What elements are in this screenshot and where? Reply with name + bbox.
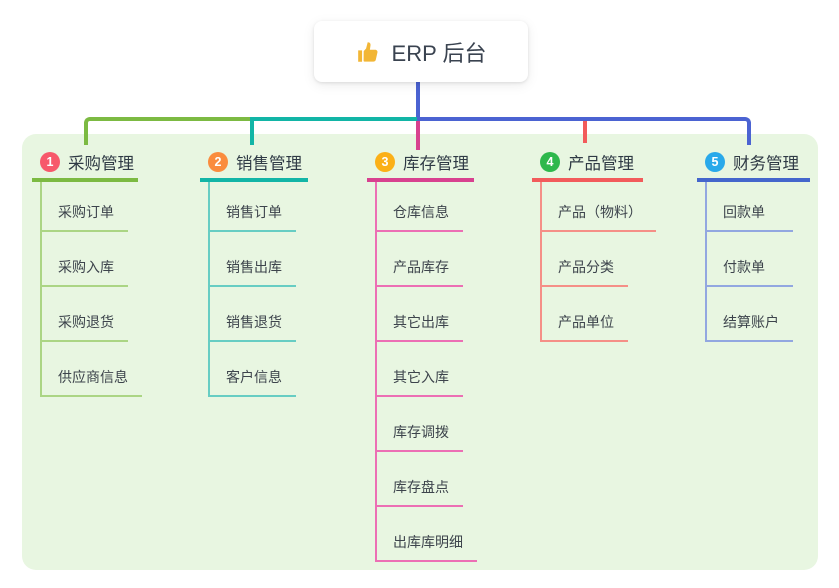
child-node[interactable]: 销售订单 bbox=[210, 182, 296, 232]
child-node[interactable]: 采购退货 bbox=[42, 287, 128, 342]
branch-sales-children: 销售订单 销售出库 销售退货 客户信息 bbox=[208, 182, 308, 397]
branch-product: 4 产品管理 产品（物料） 产品分类 产品单位 bbox=[532, 146, 656, 342]
connector-branch-product bbox=[583, 121, 587, 143]
branch-inventory-node[interactable]: 3 库存管理 bbox=[367, 146, 474, 182]
branch-sales: 2 销售管理 销售订单 销售出库 销售退货 客户信息 bbox=[200, 146, 308, 397]
child-node[interactable]: 回款单 bbox=[707, 182, 793, 232]
child-node[interactable]: 库存调拨 bbox=[377, 397, 463, 452]
branch-number-badge: 2 bbox=[208, 152, 228, 172]
branch-product-children: 产品（物料） 产品分类 产品单位 bbox=[540, 182, 656, 342]
branch-inventory: 3 库存管理 仓库信息 产品库存 其它出库 其它入库 库存调拨 库存盘点 出库库… bbox=[367, 146, 477, 562]
child-node[interactable]: 仓库信息 bbox=[377, 182, 463, 232]
child-node[interactable]: 客户信息 bbox=[210, 342, 296, 397]
connector-branch-inventory bbox=[416, 121, 420, 150]
branch-label: 销售管理 bbox=[236, 155, 302, 173]
branch-label: 产品管理 bbox=[568, 155, 634, 173]
child-node[interactable]: 库存盘点 bbox=[377, 452, 463, 507]
child-node[interactable]: 产品库存 bbox=[377, 232, 463, 287]
child-node[interactable]: 产品（物料） bbox=[542, 182, 656, 232]
branch-number-badge: 3 bbox=[375, 152, 395, 172]
branch-finance: 5 财务管理 回款单 付款单 结算账户 bbox=[697, 146, 810, 342]
connector-branch-finance bbox=[417, 117, 751, 145]
branch-purchase-node[interactable]: 1 采购管理 bbox=[32, 146, 138, 182]
child-node[interactable]: 采购订单 bbox=[42, 182, 128, 232]
child-node[interactable]: 产品单位 bbox=[542, 287, 628, 342]
child-node[interactable]: 供应商信息 bbox=[42, 342, 142, 397]
child-node[interactable]: 其它出库 bbox=[377, 287, 463, 342]
child-node[interactable]: 采购入库 bbox=[42, 232, 128, 287]
branch-inventory-children: 仓库信息 产品库存 其它出库 其它入库 库存调拨 库存盘点 出库库明细 bbox=[375, 182, 477, 562]
root-title: ERP 后台 bbox=[391, 40, 487, 66]
connector-root-stem bbox=[416, 82, 420, 117]
branch-sales-node[interactable]: 2 销售管理 bbox=[200, 146, 308, 182]
connector-branch-purchase bbox=[84, 117, 252, 145]
root-node[interactable]: ERP 后台 bbox=[314, 21, 528, 82]
branch-purchase-children: 采购订单 采购入库 采购退货 供应商信息 bbox=[40, 182, 142, 397]
connector-branch-sales bbox=[250, 117, 417, 145]
child-node[interactable]: 付款单 bbox=[707, 232, 793, 287]
branch-label: 库存管理 bbox=[403, 155, 469, 173]
branch-number-badge: 4 bbox=[540, 152, 560, 172]
branch-label: 采购管理 bbox=[68, 155, 134, 173]
branch-label: 财务管理 bbox=[733, 155, 799, 173]
child-node[interactable]: 结算账户 bbox=[707, 287, 793, 342]
child-node[interactable]: 产品分类 bbox=[542, 232, 628, 287]
branch-number-badge: 5 bbox=[705, 152, 725, 172]
child-node[interactable]: 其它入库 bbox=[377, 342, 463, 397]
thumbs-up-icon bbox=[356, 39, 382, 65]
branches-panel bbox=[22, 134, 818, 570]
branch-finance-children: 回款单 付款单 结算账户 bbox=[705, 182, 810, 342]
branch-purchase: 1 采购管理 采购订单 采购入库 采购退货 供应商信息 bbox=[32, 146, 142, 397]
branch-finance-node[interactable]: 5 财务管理 bbox=[697, 146, 810, 182]
child-node[interactable]: 销售退货 bbox=[210, 287, 296, 342]
branch-number-badge: 1 bbox=[40, 152, 60, 172]
branch-product-node[interactable]: 4 产品管理 bbox=[532, 146, 643, 182]
child-node[interactable]: 销售出库 bbox=[210, 232, 296, 287]
child-node[interactable]: 出库库明细 bbox=[377, 507, 477, 562]
